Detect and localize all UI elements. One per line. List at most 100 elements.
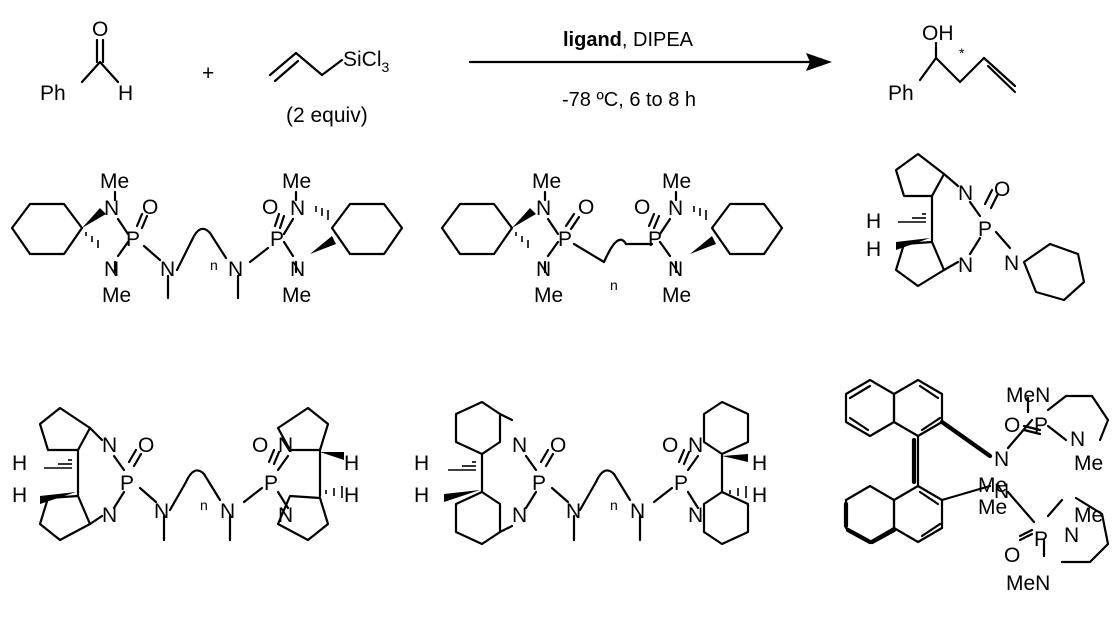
linker-n-label: n xyxy=(610,277,618,293)
methyl-label: Me xyxy=(978,474,1007,497)
methyl-label: Me xyxy=(102,284,131,307)
reaction-arrow: ligand, DIPEA -78 ºC, 6 to 8 h xyxy=(468,29,832,111)
methyl-label: Me xyxy=(1074,504,1103,527)
ligand-2-cyclohexane-diamine-bisphosphine-oxide: Me N O P N Me n O P Me N N Me xyxy=(440,170,784,307)
nitrogen-label: N xyxy=(104,197,119,220)
phosphorus-label: P xyxy=(126,228,140,251)
hydrogen-label: H xyxy=(12,484,27,507)
nitrogen-label: N xyxy=(512,504,527,527)
phosphorus-label: P xyxy=(978,218,992,241)
hydrogen-label: H xyxy=(752,484,767,507)
hydrogen-label: H xyxy=(866,238,881,261)
methylamino-label: MeN xyxy=(1006,384,1050,407)
methyl-label: Me xyxy=(532,170,561,193)
linker-n-label: n xyxy=(610,497,618,513)
methyl-label: Me xyxy=(662,284,691,307)
hydrogen-label: H xyxy=(12,452,27,475)
ligand-4-bipyrrolidine-bisphosphoramide: H H N N P O N n N O P N N H H xyxy=(12,406,359,542)
oxygen-label: O xyxy=(1004,414,1020,437)
oxygen-label: O xyxy=(634,196,650,219)
methylamino-label: MeN xyxy=(1006,572,1050,595)
nitrogen-label: N xyxy=(994,480,1009,503)
methyl-label: Me xyxy=(282,284,311,307)
nitrogen-label: N xyxy=(536,197,551,220)
nitrogen-label: N xyxy=(104,258,119,281)
methyl-label: Me xyxy=(534,284,563,307)
hydrogen-label: H xyxy=(414,484,429,507)
nitrogen-label: N xyxy=(688,434,703,457)
aldehyde-oxygen: O xyxy=(92,18,108,41)
reactant-allyltrichlorosilane: SiCl3 (2 equiv) xyxy=(268,48,390,127)
nitrogen-label: N xyxy=(154,500,169,523)
ligand-5-bipiperidine-bisphosphoramide: H H N N P O N n N O P N N H H xyxy=(414,400,767,546)
ligand-3-bipyrrolidine-piperidine-phosphoramide: H H N N P O N xyxy=(866,152,1086,302)
phosphorus-label: P xyxy=(1034,414,1048,437)
linker-n-label: n xyxy=(200,497,208,513)
methyl-label: Me xyxy=(978,496,1007,519)
nitrogen-label: N xyxy=(290,197,305,220)
methyl-label: Me xyxy=(662,170,691,193)
phosphorus-label: P xyxy=(532,472,546,495)
nitrogen-label: N xyxy=(566,500,581,523)
conditions-above-arrow: ligand, DIPEA xyxy=(563,29,694,51)
methyl-label: Me xyxy=(1074,452,1103,475)
phosphorus-label: P xyxy=(558,228,572,251)
nitrogen-label: N xyxy=(290,258,305,281)
nitrogen-label: N xyxy=(630,500,645,523)
oxygen-label: O xyxy=(662,434,678,457)
hydrogen-label: H xyxy=(344,452,359,475)
product-homoallylic-alcohol: OH * Ph xyxy=(888,22,1017,105)
nitrogen-label: N xyxy=(512,434,527,457)
hydrogen-label: H xyxy=(866,210,881,233)
phosphorus-label: P xyxy=(648,228,662,251)
product-phenyl-label: Ph xyxy=(888,82,914,105)
trichlorosilyl-label: SiCl3 xyxy=(343,48,390,75)
phosphorus-label: P xyxy=(120,472,134,495)
phosphorus-label: P xyxy=(264,472,278,495)
hydrogen-label: H xyxy=(752,452,767,475)
oxygen-label: O xyxy=(578,196,594,219)
nitrogen-label: N xyxy=(688,504,703,527)
nitrogen-label: N xyxy=(668,197,683,220)
nitrogen-label: N xyxy=(994,448,1009,471)
oxygen-label: O xyxy=(550,434,566,457)
nitrogen-label: N xyxy=(102,434,117,457)
nitrogen-label: N xyxy=(536,258,551,281)
oxygen-label: O xyxy=(262,196,278,219)
nitrogen-label: N xyxy=(1070,428,1085,451)
hydroxyl-label: OH xyxy=(922,22,954,45)
nitrogen-label: N xyxy=(1004,252,1019,275)
oxygen-label: O xyxy=(142,196,158,219)
methyl-label: Me xyxy=(282,170,311,193)
plus-sign: + xyxy=(202,62,214,85)
nitrogen-label: N xyxy=(1064,524,1079,547)
oxygen-label: O xyxy=(138,434,154,457)
ligand-1-cyclohexane-diamine-bisphosphoramide: Me N O P N Me N n N O P Me N N Me xyxy=(10,170,404,307)
phosphorus-label: P xyxy=(674,472,688,495)
phosphorus-label: P xyxy=(1034,528,1048,551)
linker-n-label: n xyxy=(210,257,218,273)
phosphorus-label: P xyxy=(270,228,284,251)
aldehyde-hydrogen: H xyxy=(118,82,133,105)
nitrogen-label: N xyxy=(958,254,973,277)
nitrogen-label: N xyxy=(228,258,243,281)
nitrogen-label: N xyxy=(102,504,117,527)
conditions-below-arrow: -78 ºC, 6 to 8 h xyxy=(562,89,696,111)
phenyl-label: Ph xyxy=(40,82,66,105)
nitrogen-label: N xyxy=(160,258,175,281)
reactant-benzaldehyde: O Ph H xyxy=(40,18,133,105)
equivalents-label: (2 equiv) xyxy=(286,104,368,127)
oxygen-label: O xyxy=(994,178,1010,201)
hydrogen-label: H xyxy=(344,484,359,507)
nitrogen-label: N xyxy=(668,258,683,281)
nitrogen-label: N xyxy=(958,182,973,205)
nitrogen-label: N xyxy=(278,504,293,527)
nitrogen-label: N xyxy=(220,500,235,523)
ligand-6-binaphthyl-bisphosphoramide: MeN O P N Me N Me Me N Me N P O MeN xyxy=(843,378,1110,595)
stereocenter-star: * xyxy=(959,45,965,61)
oxygen-label: O xyxy=(252,434,268,457)
nitrogen-label: N xyxy=(278,434,293,457)
oxygen-label: O xyxy=(1004,544,1020,567)
methyl-label: Me xyxy=(100,170,129,193)
